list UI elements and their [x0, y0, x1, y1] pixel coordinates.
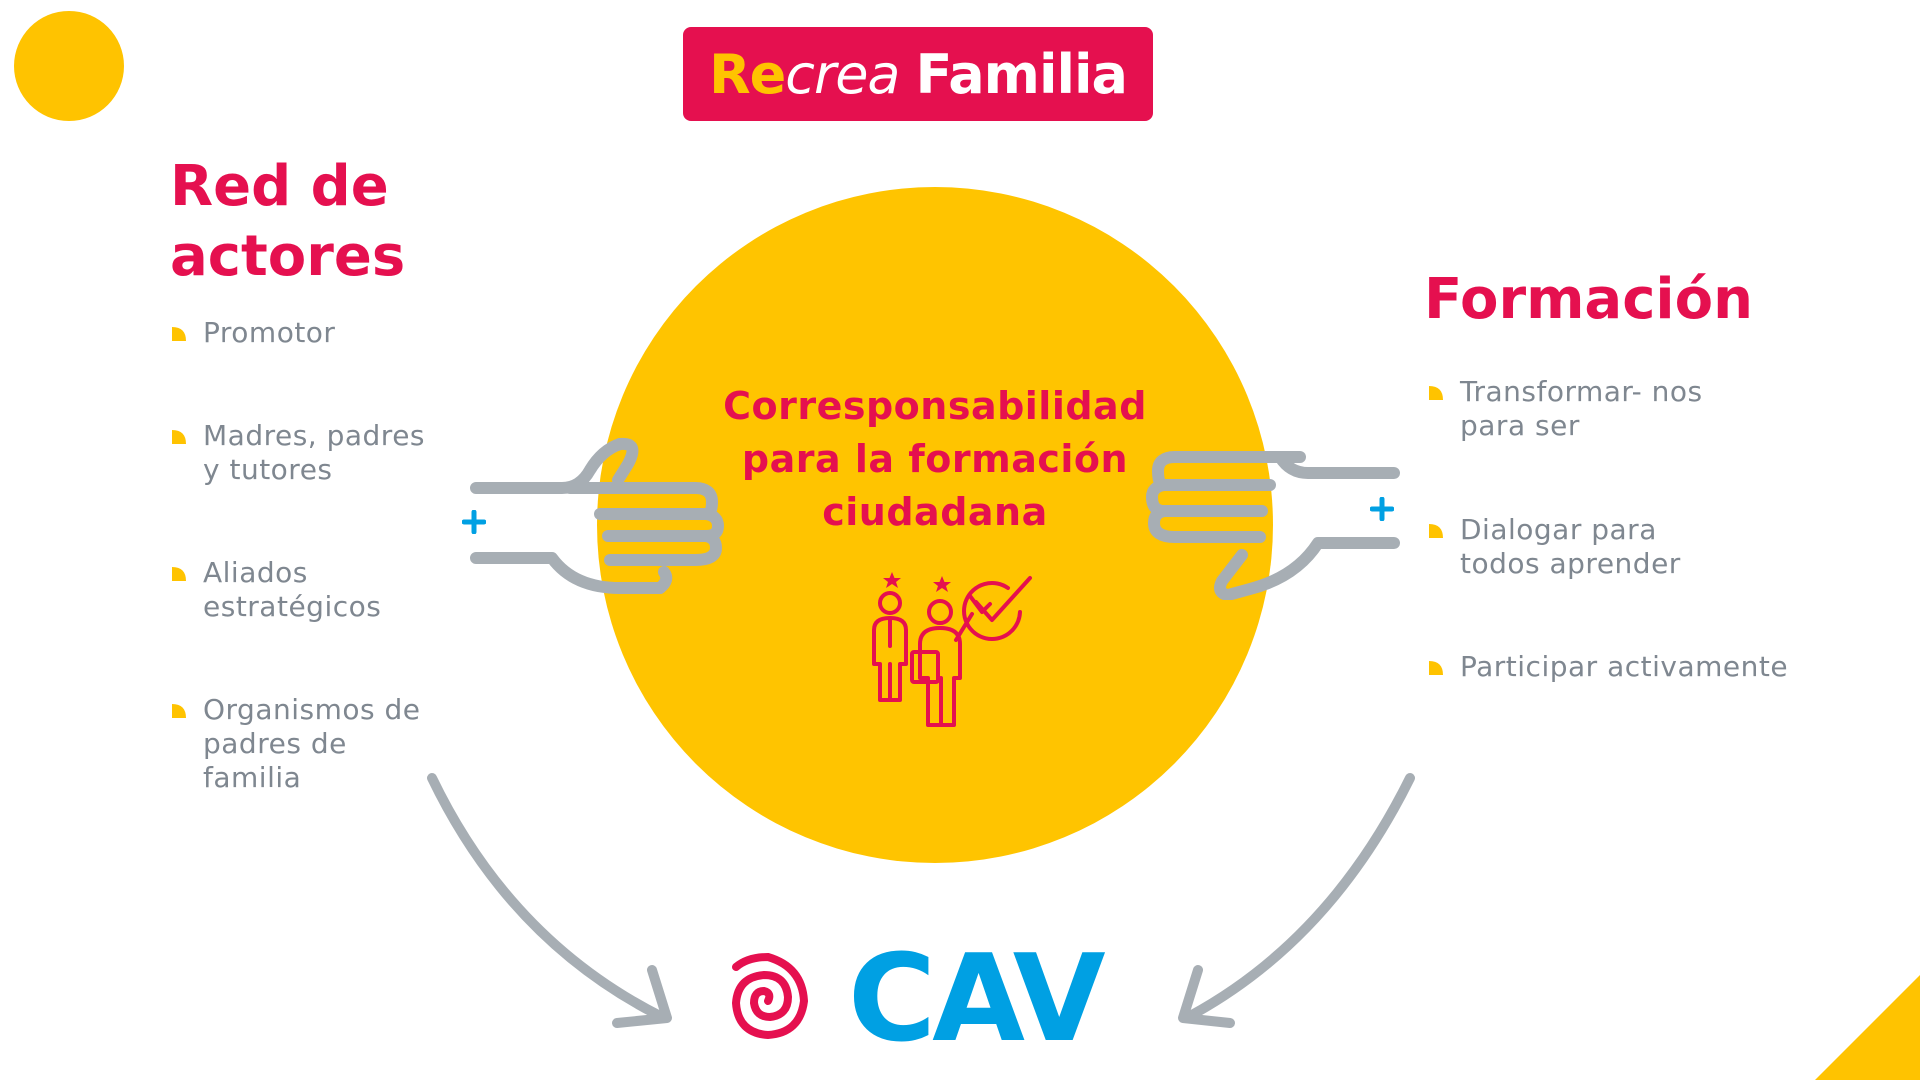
list-item-line: Promotor	[203, 316, 336, 349]
list-item-line: Participar activamente	[1460, 650, 1789, 683]
badge-crea: crea	[785, 42, 900, 106]
list-item-line: Aliados	[203, 556, 308, 589]
center-text-line2: para la formación	[741, 437, 1129, 481]
list-item: Dialogar para todos aprender	[1429, 513, 1681, 581]
list-item-line: y tutores	[203, 453, 333, 486]
center-text-line3: ciudadana	[822, 490, 1048, 534]
center-circle	[597, 187, 1273, 863]
list-item: Aliados estratégicos	[172, 556, 382, 624]
list-item: Promotor	[172, 316, 336, 350]
center-text-line1: Corresponsabilidad	[723, 384, 1147, 428]
hand-pointing-left-icon	[1146, 451, 1400, 600]
triangle-bullet-icon	[1429, 524, 1443, 538]
actors-list: Promotor Madres, padres y tutores Aliado…	[172, 0, 503, 1080]
triangle-bullet-icon	[172, 430, 186, 444]
triangle-bullet-icon	[1429, 661, 1443, 675]
spiral-logo-icon	[731, 952, 809, 1040]
left-heading: Red de actores	[170, 152, 490, 292]
list-item-line: Madres, padres	[203, 419, 426, 452]
list-item: Participar activamente	[1429, 650, 1789, 684]
triangle-bullet-icon	[172, 327, 186, 341]
left-heading-line2: actores	[170, 224, 406, 289]
people-checkmark-icon	[872, 572, 1032, 727]
plus-icon	[1370, 497, 1394, 521]
formation-list: Transformar- nos para ser Dialogar para …	[1429, 0, 1880, 1080]
decorative-yellow-dot	[14, 11, 124, 121]
cav-logo-text: CAV	[848, 930, 1106, 1069]
list-item: Transformar- nos para ser	[1429, 375, 1703, 443]
left-heading-line1: Red de	[170, 154, 389, 219]
center-text: Corresponsabilidad para la formación ciu…	[680, 380, 1190, 539]
list-item-line: padres de	[203, 727, 347, 760]
list-item-line: estratégicos	[203, 590, 382, 623]
list-item-line: Organismos de	[203, 693, 421, 726]
list-item-line: Dialogar para	[1460, 513, 1657, 546]
list-item: Madres, padres y tutores	[172, 419, 426, 487]
list-item: Organismos de padres de familia	[172, 693, 421, 795]
triangle-bullet-icon	[1429, 386, 1443, 400]
list-item-line: para ser	[1460, 409, 1580, 442]
right-heading: Formación	[1424, 267, 1753, 332]
list-item-line: Transformar- nos	[1460, 375, 1703, 408]
plus-icon	[462, 510, 486, 534]
badge-familia: Familia	[915, 42, 1128, 106]
hand-pointing-right-icon	[470, 437, 724, 594]
triangle-bullet-icon	[172, 704, 186, 718]
list-item-line: todos aprender	[1460, 547, 1681, 580]
badge-re: Re	[709, 42, 786, 106]
list-item-line: familia	[203, 761, 302, 794]
triangle-bullet-icon	[172, 567, 186, 581]
decorative-yellow-triangle	[1815, 975, 1920, 1080]
